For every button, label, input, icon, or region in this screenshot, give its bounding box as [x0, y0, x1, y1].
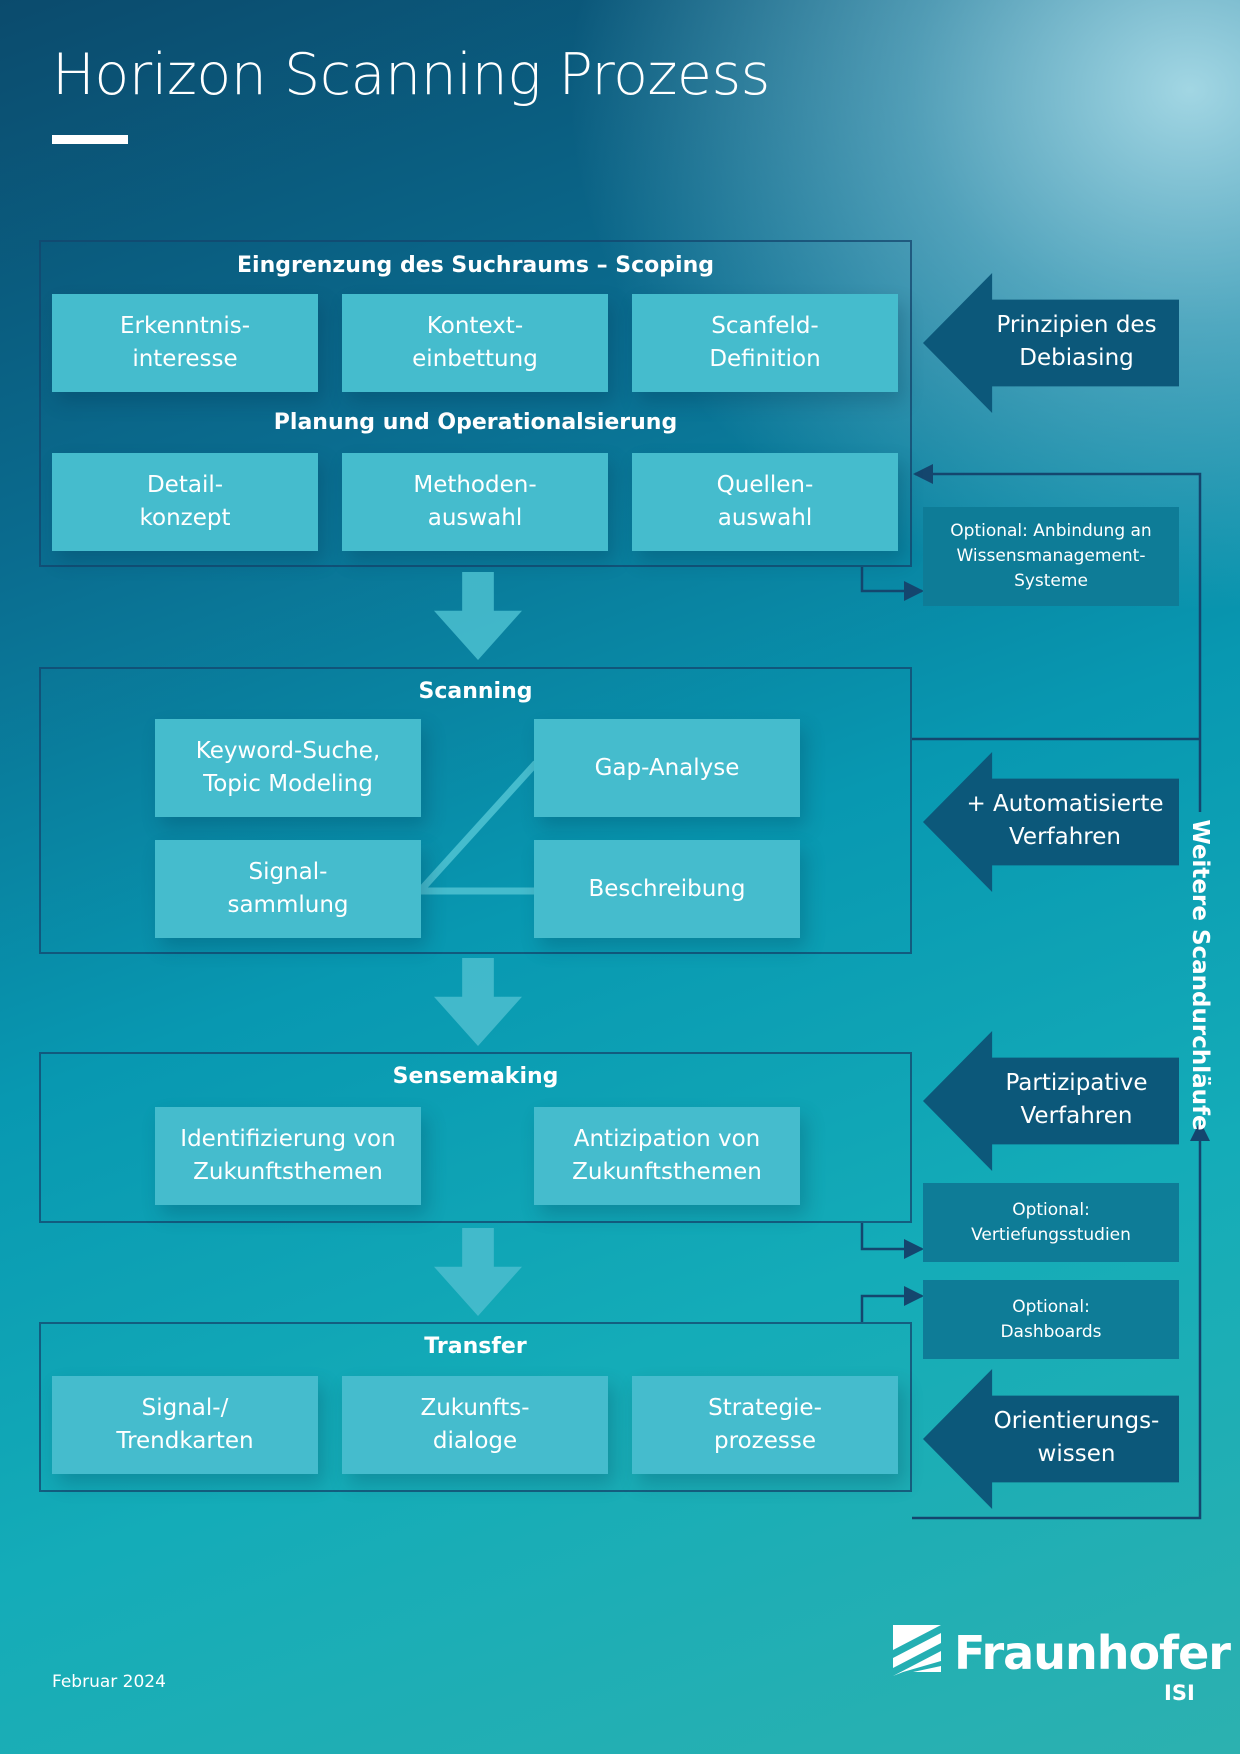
box-scanfeld-definition: Scanfeld- Definition — [632, 294, 898, 392]
box-gap-analyse: Gap-Analyse — [534, 719, 800, 817]
scoping-title: Eingrenzung des Suchraums – Scoping — [237, 253, 714, 278]
optional-vertiefungsstudien: Optional: Vertiefungsstudien — [923, 1183, 1179, 1262]
side-arrow-automatisiert-label: + Automatisierte Verfahren — [966, 791, 1164, 850]
optional-link-3 — [860, 1286, 924, 1322]
box-beschreibung: Beschreibung — [534, 840, 800, 938]
transfer-frame: Transfer — [39, 1322, 912, 1492]
box-quellenauswahl: Quellen- auswahl — [632, 453, 898, 551]
box-methodenauswahl: Methoden- auswahl — [342, 453, 608, 551]
logo-subtitle: ISI — [1164, 1681, 1195, 1705]
box-antizipation: Antizipation von Zukunftsthemen — [534, 1107, 800, 1205]
box-detailkonzept: Detail- konzept — [52, 453, 318, 551]
sensemaking-title: Sensemaking — [392, 1064, 559, 1089]
box-identifizierung: Identifizierung von Zukunftsthemen — [155, 1107, 421, 1205]
page-title: Horizon Scanning Prozess — [52, 42, 770, 108]
box-kontexteinbettung: Kontext- einbettung — [342, 294, 608, 392]
optional-link-2 — [860, 1223, 924, 1259]
title-underline — [52, 135, 128, 144]
optional-wissensmanagement: Optional: Anbindung an Wissensmanagement… — [923, 507, 1179, 606]
box-keyword-suche: Keyword-Suche, Topic Modeling — [155, 719, 421, 817]
scanning-frame: Scanning — [39, 667, 912, 954]
box-signalsammlung: Signal- sammlung — [155, 840, 421, 938]
box-zukunftsdialoge: Zukunfts- dialoge — [342, 1376, 608, 1474]
sensemaking-frame: Sensemaking — [39, 1052, 912, 1223]
side-arrow-debiasing-label: Prinzipien des Debiasing — [996, 312, 1157, 371]
transfer-title: Transfer — [424, 1334, 527, 1359]
optional-dashboards: Optional: Dashboards — [923, 1280, 1179, 1359]
box-erkenntnisinteresse: Erkenntnis- interesse — [52, 294, 318, 392]
box-trendkarten: Signal-/ Trendkarten — [52, 1376, 318, 1474]
loop-line — [912, 1121, 1210, 1520]
optional-link-1 — [860, 567, 924, 601]
box-strategieprozesse: Strategie- prozesse — [632, 1376, 898, 1474]
side-arrow-partizipativ-label: Partizipative Verfahren — [1005, 1070, 1148, 1129]
side-arrow-orientierung-label: Orientierungs- wissen — [993, 1408, 1160, 1467]
scanning-title: Scanning — [418, 679, 533, 704]
loop-return-line — [913, 464, 1202, 812]
planning-title: Planung und Operationalsierung — [273, 410, 678, 435]
logo-name: Fraunhofer — [954, 1626, 1231, 1680]
footer-date: Februar 2024 — [52, 1672, 166, 1692]
scoping-frame: Eingrenzung des Suchraums – Scoping Plan… — [39, 240, 912, 567]
